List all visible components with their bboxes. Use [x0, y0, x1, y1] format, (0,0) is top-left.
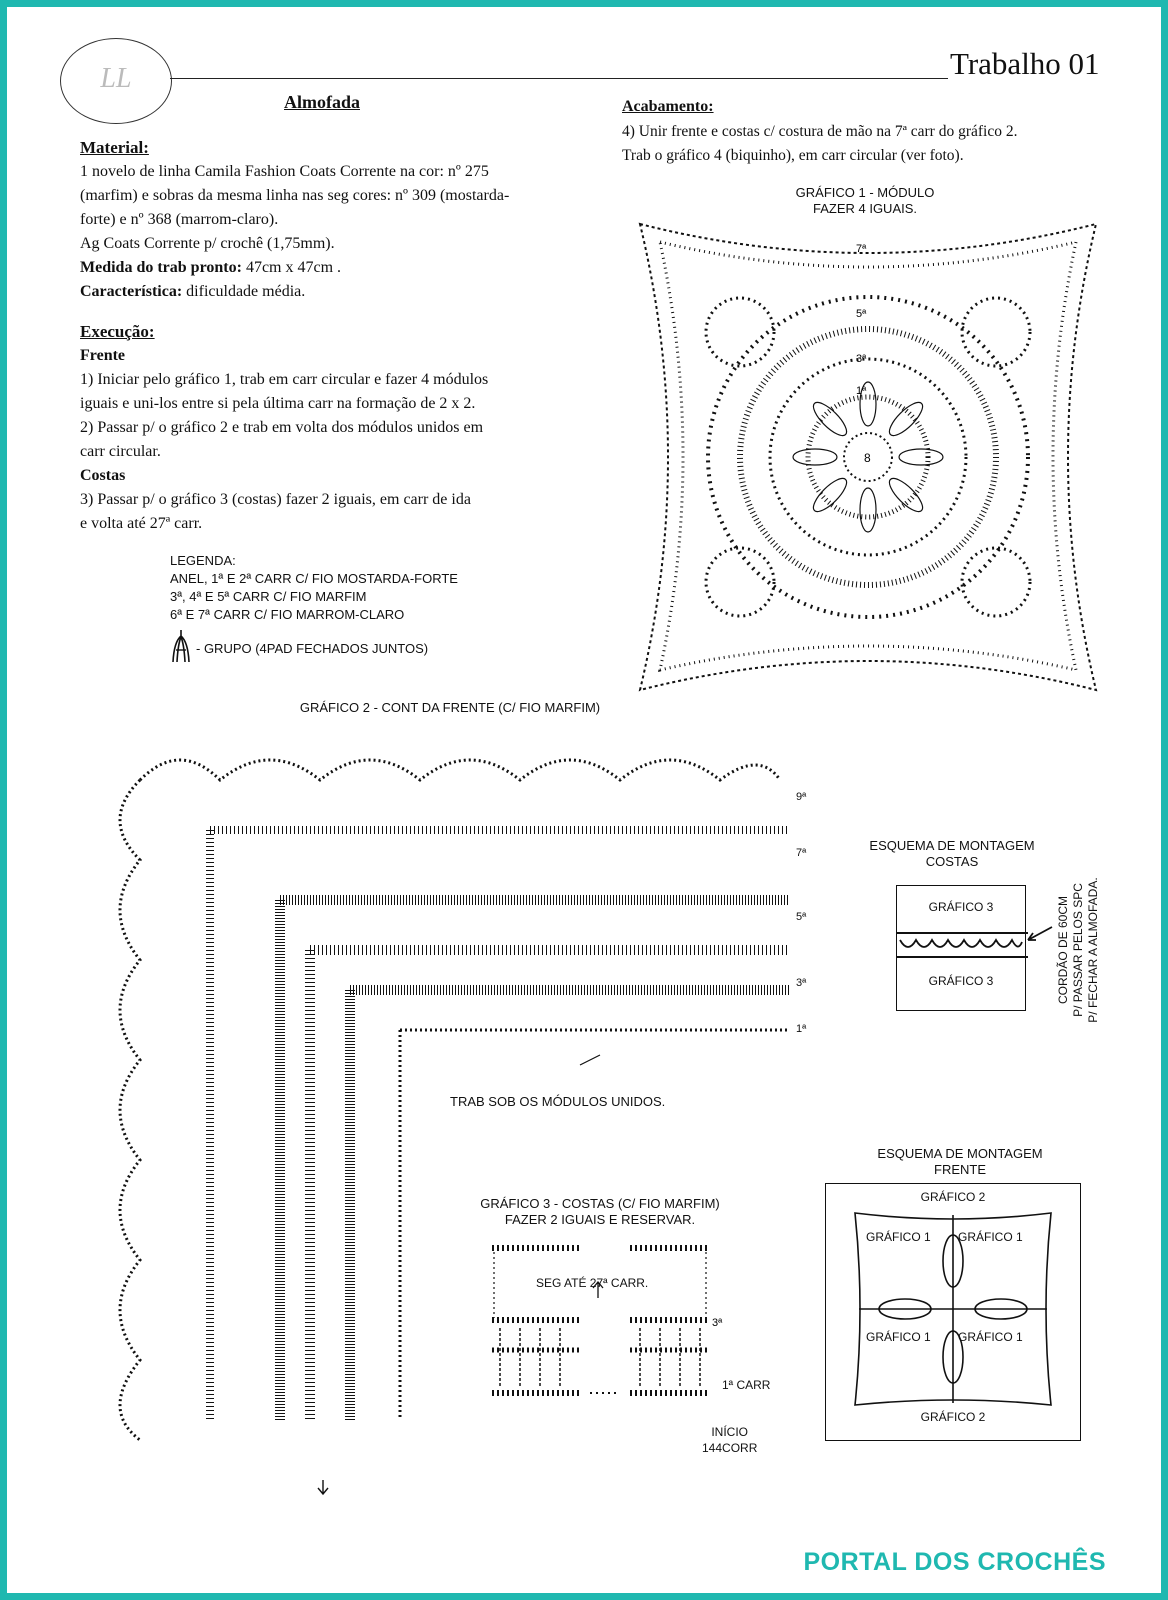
g2-row-label: 7ª — [796, 847, 807, 859]
g2-row-label: 3ª — [796, 977, 807, 989]
g1-row-label: 7ª — [856, 243, 867, 255]
material-line: (marfim) e sobras da mesma linha nas seg… — [80, 187, 510, 204]
grafico1-chart: 7ª 5ª 3ª 1ª 8 — [638, 222, 1098, 692]
esquema-frente-cell: GRÁFICO 1 — [866, 1330, 931, 1344]
inicio-line: 144CORR — [702, 1441, 758, 1455]
brand-footer: PORTAL DOS CROCHÊS — [803, 1548, 1106, 1576]
legend-symbol-text: - GRUPO (4PAD FECHADOS JUNTOS) — [196, 641, 429, 656]
medida-label: Medida do trab pronto: — [80, 259, 242, 276]
esquema-frente-cell: GRÁFICO 1 — [958, 1230, 1023, 1244]
material-line: 1 novelo de linha Camila Fashion Coats C… — [80, 163, 489, 180]
caracteristica-label: Característica: — [80, 283, 183, 300]
costas-line: e volta até 27ª carr. — [80, 515, 203, 532]
frente-line: carr circular. — [80, 443, 161, 460]
caracteristica-value: dificuldade média. — [186, 283, 306, 300]
acabamento-line: 4) Unir frente e costas c/ costura de mã… — [622, 123, 1018, 140]
esquema-costas-box: GRÁFICO 3 GRÁFICO 3 — [896, 885, 1026, 1011]
esquema-costas-caption: ESQUEMA DE MONTAGEM COSTAS — [852, 838, 1052, 870]
esquema-frente-caption-line: ESQUEMA DE MONTAGEM — [877, 1146, 1043, 1161]
grafico1-caption: GRÁFICO 1 - MÓDULO FAZER 4 IGUAIS. — [760, 185, 970, 217]
grafico3-row1: 1ª CARR — [722, 1378, 771, 1392]
logo-badge: LL — [60, 38, 172, 124]
grafico2-chart: 9ª 7ª 5ª 3ª 1ª — [118, 758, 807, 1496]
logo-text: LL — [100, 63, 132, 94]
material-heading: Material: — [80, 138, 149, 157]
grafico3-caption: GRÁFICO 3 - COSTAS (C/ FIO MARFIM) FAZER… — [450, 1196, 750, 1228]
esquema-costas-side-note: CORDÃO DE 60CM P/ PASSAR PELOS SPC P/ FE… — [1056, 850, 1101, 1050]
esquema-costas-seam — [896, 932, 1028, 958]
execucao-text: Frente 1) Iniciar pelo gráfico 1, trab e… — [80, 344, 600, 536]
costas-line: 3) Passar p/ o gráfico 3 (costas) fazer … — [80, 491, 471, 508]
esquema-costas-bottom: GRÁFICO 3 — [928, 974, 994, 988]
esquema-frente-cell: GRÁFICO 1 — [866, 1230, 931, 1244]
acabamento-line: Trab o gráfico 4 (biquinho), em carr cir… — [622, 147, 964, 164]
grafico3-caption-line: FAZER 2 IGUAIS E RESERVAR. — [504, 1212, 696, 1227]
esquema-frente-box: GRÁFICO 2 GRÁFICO 2 GRÁFICO 1 GRÁFICO 1 … — [825, 1183, 1081, 1441]
grafico2-caption: GRÁFICO 2 - CONT DA FRENTE (C/ FIO MARFI… — [299, 700, 601, 715]
g1-row-label: 3ª — [856, 353, 867, 365]
grafico3-chart: 3ª — [492, 1245, 723, 1396]
g1-row-label: 1ª — [856, 385, 867, 397]
grafico3-seg: SEG ATÉ 27ª CARR. — [536, 1276, 649, 1290]
execucao-heading: Execução: — [80, 322, 155, 341]
medida-value: 47cm x 47cm . — [245, 259, 342, 276]
inicio-line: INÍCIO — [711, 1425, 749, 1439]
g1-row-label: 5ª — [856, 308, 867, 320]
grafico2-note: TRAB SOB OS MÓDULOS UNIDOS. — [450, 1094, 666, 1109]
legend-line: 3ª, 4ª E 5ª CARR C/ FIO MARFIM — [170, 589, 367, 604]
header-rule — [170, 78, 948, 79]
acabamento-text: 4) Unir frente e costas c/ costura de mã… — [622, 120, 1142, 168]
g1-ring-label: 8 — [864, 451, 871, 465]
caracteristica-line: Característica: dificuldade média. — [80, 280, 600, 304]
esquema-costas-caption-line: COSTAS — [925, 854, 979, 869]
grafico1-caption-line: FAZER 4 IGUAIS. — [812, 201, 918, 216]
costas-heading: Costas — [80, 467, 126, 484]
grupo-symbol-icon — [172, 630, 190, 663]
esquema-frente-caption: ESQUEMA DE MONTAGEM FRENTE — [850, 1146, 1070, 1178]
grafico3-inicio: INÍCIO 144CORR — [702, 1424, 757, 1456]
esquema-frente-bottom: GRÁFICO 2 — [920, 1410, 986, 1424]
g2-row-label: 9ª — [796, 791, 807, 803]
material-line: forte) e nº 368 (marrom-claro). — [80, 211, 279, 228]
frente-heading: Frente — [80, 347, 126, 364]
frente-line: 1) Iniciar pelo gráfico 1, trab em carr … — [80, 371, 489, 388]
legend-line: 6ª E 7ª CARR C/ FIO MARROM-CLARO — [170, 607, 405, 622]
esquema-costas-caption-line: ESQUEMA DE MONTAGEM — [869, 838, 1035, 853]
g2-row-label: 5ª — [796, 911, 807, 923]
g2-row-label: 1ª — [796, 1023, 807, 1035]
legend: LEGENDA: ANEL, 1ª E 2ª CARR C/ FIO MOSTA… — [170, 552, 458, 624]
esquema-frente-cell: GRÁFICO 1 — [958, 1330, 1023, 1344]
frente-line: 2) Passar p/ o gráfico 2 e trab em volta… — [80, 419, 484, 436]
esquema-costas-top: GRÁFICO 3 — [928, 900, 994, 914]
grafico1-caption-line: GRÁFICO 1 - MÓDULO — [795, 185, 935, 200]
section-title: Almofada — [284, 92, 360, 112]
side-note-line: P/ FECHAR A ALMOFADA. — [1086, 877, 1100, 1023]
arrow-icon — [1027, 926, 1053, 941]
medida-line: Medida do trab pronto: 47cm x 47cm . — [80, 256, 600, 280]
esquema-frente-diagram — [854, 1212, 1052, 1406]
legend-title: LEGENDA: — [170, 553, 236, 568]
esquema-frente-top: GRÁFICO 2 — [920, 1190, 986, 1204]
material-text: 1 novelo de linha Camila Fashion Coats C… — [80, 160, 600, 304]
side-note-line: CORDÃO DE 60CM — [1056, 895, 1070, 1005]
legend-line: ANEL, 1ª E 2ª CARR C/ FIO MOSTARDA-FORTE — [170, 571, 458, 586]
side-note-line: P/ PASSAR PELOS SPC — [1071, 883, 1085, 1017]
g3-row-label: 3ª — [712, 1317, 723, 1329]
grafico3-caption-line: GRÁFICO 3 - COSTAS (C/ FIO MARFIM) — [480, 1196, 720, 1211]
frente-line: iguais e uni-los entre si pela última ca… — [80, 395, 476, 412]
page-title: Trabalho 01 — [950, 46, 1100, 81]
material-line: Ag Coats Corrente p/ crochê (1,75mm). — [80, 235, 335, 252]
acabamento-heading: Acabamento: — [622, 98, 714, 115]
esquema-frente-caption-line: FRENTE — [934, 1162, 986, 1177]
